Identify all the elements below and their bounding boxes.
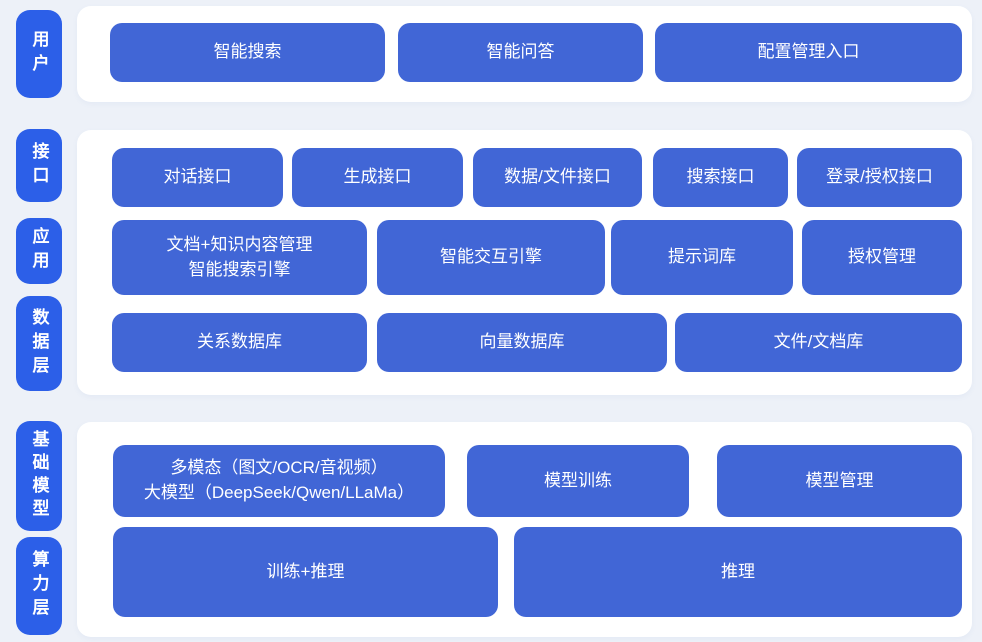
box-login-auth-interface: 登录/授权接口	[797, 148, 962, 207]
box-smart-interaction-engine: 智能交互引擎	[377, 220, 605, 295]
panel-interface-application-data: 对话接口 生成接口 数据/文件接口 搜索接口 登录/授权接口 文档+知识内容管理…	[77, 130, 972, 395]
rail-label-foundation-model: 基础模型	[16, 421, 62, 531]
box-data-file-interface: 数据/文件接口	[473, 148, 642, 207]
box-authorization-management: 授权管理	[802, 220, 962, 295]
box-dialog-interface: 对话接口	[112, 148, 283, 207]
rail-label-data-layer: 数据层	[16, 296, 62, 391]
box-vector-database: 向量数据库	[377, 313, 667, 372]
box-file-document-store: 文件/文档库	[675, 313, 962, 372]
box-model-training: 模型训练	[467, 445, 689, 517]
box-search-interface: 搜索接口	[653, 148, 788, 207]
rail-label-application: 应用	[16, 218, 62, 284]
box-inference: 推理	[514, 527, 962, 617]
box-prompt-library: 提示词库	[611, 220, 793, 295]
box-config-management-entry: 配置管理入口	[655, 23, 962, 82]
box-smart-qa: 智能问答	[398, 23, 643, 82]
box-training-plus-inference: 训练+推理	[113, 527, 498, 617]
box-model-management: 模型管理	[717, 445, 962, 517]
rail-label-user: 用户	[16, 10, 62, 98]
panel-model-compute: 多模态（图文/OCR/音视频） 大模型（DeepSeek/Qwen/LLaMa）…	[77, 422, 972, 637]
rail-label-interface: 接口	[16, 129, 62, 202]
box-generation-interface: 生成接口	[292, 148, 463, 207]
box-smart-search: 智能搜索	[110, 23, 385, 82]
box-relational-database: 关系数据库	[112, 313, 367, 372]
box-doc-knowledge-search-engine: 文档+知识内容管理 智能搜索引擎	[112, 220, 367, 295]
rail-label-compute-layer: 算力层	[16, 537, 62, 635]
box-multimodal-large-model: 多模态（图文/OCR/音视频） 大模型（DeepSeek/Qwen/LLaMa）	[113, 445, 445, 517]
panel-user-layer: 智能搜索 智能问答 配置管理入口	[77, 6, 972, 102]
